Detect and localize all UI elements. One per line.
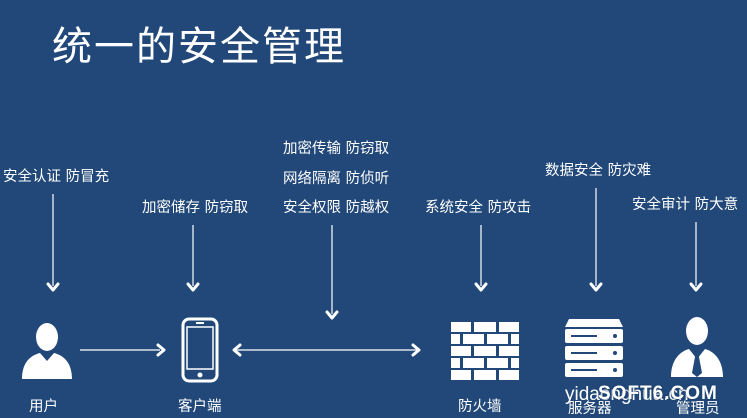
transport-security-label-2: 网络隔离 防侦听 <box>283 171 390 187</box>
transport-security-label-3: 安全权限 防越权 <box>283 200 390 216</box>
watermark-text: yidaonghua.cn <box>565 384 689 405</box>
client-security-label: 加密储存 防窃取 <box>142 200 249 216</box>
client-down-chevron-icon <box>186 282 200 292</box>
server-icon <box>565 319 623 377</box>
phone-icon <box>181 317 219 383</box>
firewall-down-chevron-icon <box>474 282 488 292</box>
firewall-icon <box>451 322 519 380</box>
client-left-chevron-icon <box>232 343 242 357</box>
firewall-security-label: 系统安全 防攻击 <box>425 200 532 216</box>
firewall-caption: 防火墙 <box>458 399 502 415</box>
admin-caption: 管理员 <box>676 401 720 417</box>
page-title: 统一的安全管理 <box>52 24 346 70</box>
user-to-client-chevron-icon <box>156 343 166 357</box>
user-caption: 用户 <box>29 399 58 415</box>
transport-security-label-1: 加密传输 防窃取 <box>283 141 390 157</box>
watermark-site: SOFT6.COM <box>598 383 718 404</box>
server-down-chevron-icon <box>589 282 603 292</box>
admin-icon <box>671 317 723 377</box>
admin-down-chevron-icon <box>689 282 703 292</box>
firewall-right-chevron-icon <box>411 343 421 357</box>
user-down-chevron-icon <box>46 282 60 292</box>
client-caption: 客户端 <box>178 399 222 415</box>
transport-down-chevron-icon <box>325 310 339 320</box>
admin-security-label: 安全审计 防大意 <box>632 197 739 213</box>
server-caption: 服务器 <box>568 401 612 417</box>
server-security-label: 数据安全 防灾难 <box>545 163 652 179</box>
user-security-label: 安全认证 防冒充 <box>3 169 110 185</box>
user-icon <box>22 323 72 379</box>
